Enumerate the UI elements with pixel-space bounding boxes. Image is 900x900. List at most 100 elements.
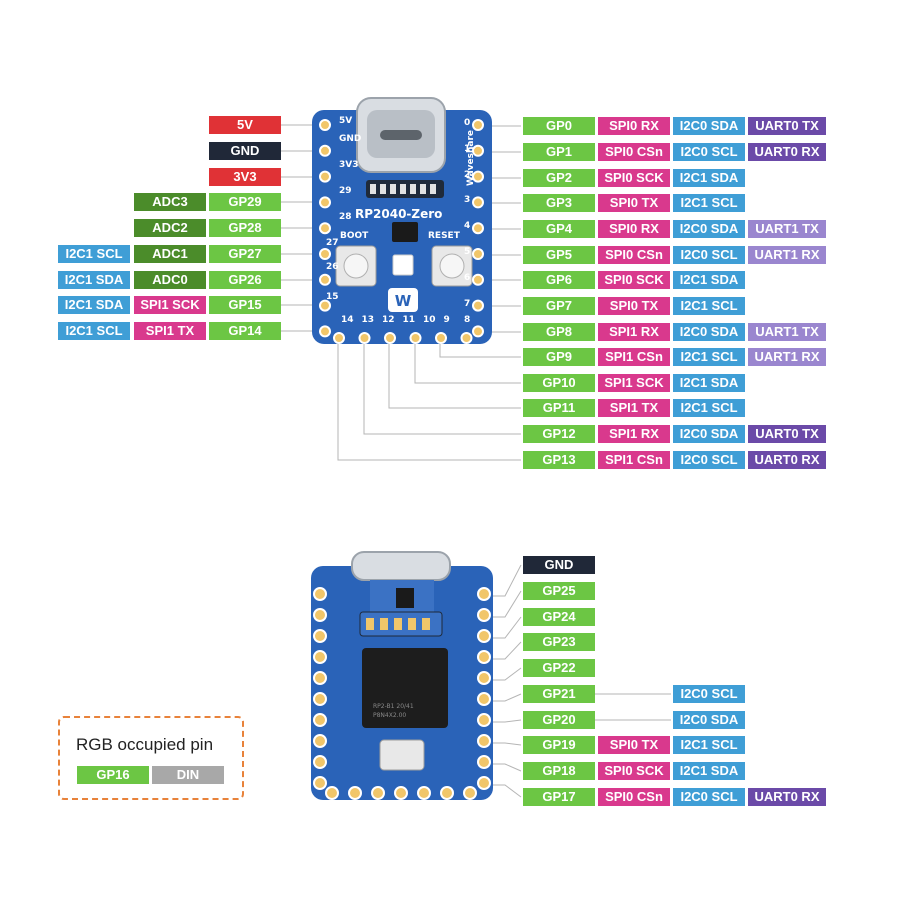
left-label-gp28: GP28 bbox=[209, 219, 281, 237]
silk-bottom-12: 12 bbox=[382, 315, 395, 325]
right-label-spi0-sck: SPI0 SCK bbox=[598, 169, 670, 187]
right-label-spi0-rx: SPI0 RX bbox=[598, 220, 670, 238]
bottom-label-i2c0-sda: I2C0 SDA bbox=[673, 711, 745, 729]
right-label-i2c0-sda: I2C0 SDA bbox=[673, 220, 745, 238]
silk-right-5: 5 bbox=[464, 247, 471, 257]
left-label-i2c1-sda: I2C1 SDA bbox=[58, 271, 130, 289]
silk-bottom-10: 10 bbox=[423, 315, 436, 325]
bottom-label-gp19: GP19 bbox=[523, 736, 595, 754]
right-label-uart1-tx: UART1 TX bbox=[748, 323, 826, 341]
silk-29: 29 bbox=[339, 186, 352, 196]
right-label-gp7: GP7 bbox=[523, 297, 595, 315]
right-label-spi0-csn: SPI0 CSn bbox=[598, 143, 670, 161]
bottom-label-gp25: GP25 bbox=[523, 582, 595, 600]
silk-right-3: 3 bbox=[464, 195, 471, 206]
leader-line-back bbox=[483, 616, 522, 639]
right-label-uart1-tx: UART1 TX bbox=[748, 220, 826, 238]
right-label-spi1-rx: SPI1 RX bbox=[598, 425, 670, 443]
bottom-label-gp23: GP23 bbox=[523, 633, 595, 651]
right-label-spi0-tx: SPI0 TX bbox=[598, 297, 670, 315]
legend-title: RGB occupied pin bbox=[76, 735, 214, 754]
right-label-spi1-tx: SPI1 TX bbox=[598, 399, 670, 417]
bottom-label-gp24: GP24 bbox=[523, 608, 595, 626]
leader-line-bottom-pad bbox=[388, 336, 521, 409]
silk-3v3: 3V3 bbox=[339, 160, 359, 170]
right-label-spi0-sck: SPI0 SCK bbox=[598, 271, 670, 289]
silk-28: 28 bbox=[339, 212, 352, 222]
right-label-uart0-rx: UART0 RX bbox=[748, 143, 826, 161]
silk-reset: RESET bbox=[428, 231, 460, 241]
right-label-i2c0-sda: I2C0 SDA bbox=[673, 323, 745, 341]
leader-line-back bbox=[483, 763, 522, 772]
bottom-label-i2c0-scl: I2C0 SCL bbox=[673, 685, 745, 703]
right-label-gp12: GP12 bbox=[523, 425, 595, 443]
right-label-i2c1-sda: I2C1 SDA bbox=[673, 169, 745, 187]
silk-bottom-14: 14 bbox=[341, 315, 354, 325]
right-label-i2c0-sda: I2C0 SDA bbox=[673, 425, 745, 443]
left-label-adc3: ADC3 bbox=[134, 193, 206, 211]
right-label-gp8: GP8 bbox=[523, 323, 595, 341]
right-label-uart0-tx: UART0 TX bbox=[748, 425, 826, 443]
bottom-label-spi0-csn: SPI0 CSn bbox=[598, 788, 670, 806]
right-label-spi1-csn: SPI1 CSn bbox=[598, 348, 670, 366]
right-label-uart1-rx: UART1 RX bbox=[748, 348, 826, 366]
silk-right-0: 0 bbox=[464, 118, 471, 128]
right-label-i2c1-sda: I2C1 SDA bbox=[673, 374, 745, 392]
right-label-gp2: GP2 bbox=[523, 169, 595, 187]
bottom-label-spi0-sck: SPI0 SCK bbox=[598, 762, 670, 780]
board-name: RP2040-Zero bbox=[355, 207, 443, 221]
leader-line-bottom-pad bbox=[465, 331, 521, 336]
right-label-gp3: GP3 bbox=[523, 194, 595, 212]
silk-bottom-9: 9 bbox=[443, 315, 450, 325]
silk-bottom-8: 8 bbox=[464, 315, 471, 325]
left-label-adc1: ADC1 bbox=[134, 245, 206, 263]
right-label-i2c1-scl: I2C1 SCL bbox=[673, 399, 745, 417]
bottom-label-gp18: GP18 bbox=[523, 762, 595, 780]
right-label-i2c0-scl: I2C0 SCL bbox=[673, 246, 745, 264]
right-label-gp5: GP5 bbox=[523, 246, 595, 264]
right-label-spi1-csn: SPI1 CSn bbox=[598, 451, 670, 469]
silk-boot: BOOT bbox=[340, 231, 369, 241]
bottom-label-gp17: GP17 bbox=[523, 788, 595, 806]
silk-right-7: 7 bbox=[464, 298, 471, 309]
leader-line-back bbox=[483, 693, 522, 702]
leader-line-back bbox=[483, 742, 522, 746]
left-label-spi1-tx: SPI1 TX bbox=[134, 322, 206, 340]
leader-line-back bbox=[483, 784, 522, 798]
right-label-gp4: GP4 bbox=[523, 220, 595, 238]
right-label-gp1: GP1 bbox=[523, 143, 595, 161]
right-label-uart0-tx: UART0 TX bbox=[748, 117, 826, 135]
left-label-i2c1-sda: I2C1 SDA bbox=[58, 296, 130, 314]
silk-right-2: 2 bbox=[464, 169, 471, 180]
left-label-gp15: GP15 bbox=[209, 296, 281, 314]
leader-line-bottom-pad bbox=[414, 336, 521, 384]
left-label-i2c1-scl: I2C1 SCL bbox=[58, 245, 130, 263]
right-label-spi0-rx: SPI0 RX bbox=[598, 117, 670, 135]
left-label-5v: 5V bbox=[209, 116, 281, 134]
silk-gnd: GND bbox=[339, 134, 362, 144]
bottom-label-gp22: GP22 bbox=[523, 659, 595, 677]
right-label-gp9: GP9 bbox=[523, 348, 595, 366]
silk-right-1: 1 bbox=[464, 143, 471, 154]
silk-15: 15 bbox=[326, 292, 339, 302]
silk-bottom-13: 13 bbox=[361, 315, 375, 325]
silk-right-6: 6 bbox=[464, 272, 471, 283]
left-label-3v3: 3V3 bbox=[209, 168, 281, 186]
bottom-label-gp21: GP21 bbox=[523, 685, 595, 703]
legend-box bbox=[58, 716, 244, 800]
bottom-label-gp20: GP20 bbox=[523, 711, 595, 729]
legend-din-label: DIN bbox=[152, 766, 224, 784]
right-label-gp0: GP0 bbox=[523, 117, 595, 135]
left-label-adc2: ADC2 bbox=[134, 219, 206, 237]
leader-line-bottom-pad bbox=[363, 336, 521, 435]
right-label-gp6: GP6 bbox=[523, 271, 595, 289]
left-label-gp29: GP29 bbox=[209, 193, 281, 211]
leader-line-back bbox=[483, 590, 522, 618]
silk-bottom-11: 11 bbox=[402, 315, 416, 325]
bottom-label-spi0-tx: SPI0 TX bbox=[598, 736, 670, 754]
bottom-label-gnd: GND bbox=[523, 556, 595, 574]
silk-5v: 5V bbox=[339, 116, 353, 126]
legend-gpio-label: GP16 bbox=[77, 766, 149, 784]
right-label-gp13: GP13 bbox=[523, 451, 595, 469]
